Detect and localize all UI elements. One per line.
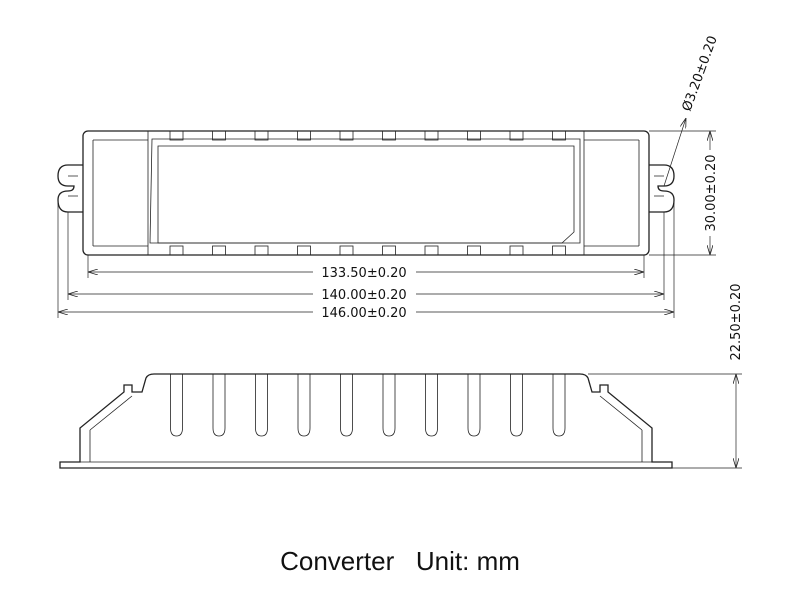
caption-unit: Unit: mm — [415, 546, 520, 576]
cooling-fins-side — [170, 374, 566, 437]
vent-slot — [552, 245, 566, 256]
vent-slot — [382, 130, 396, 141]
side-view — [59, 373, 673, 469]
dim-width: 30.00±0.20 — [704, 154, 719, 231]
cooling-fin — [255, 374, 268, 437]
vent-slot — [169, 130, 184, 141]
dim-inner-length: 133.50±0.20 — [321, 266, 406, 281]
vent-slot — [212, 245, 226, 256]
vent-slot — [254, 245, 269, 256]
vent-slot — [509, 245, 524, 256]
vent-slot — [212, 130, 226, 141]
housing-outline-top — [82, 130, 650, 256]
cooling-fin — [340, 374, 353, 437]
vent-slot — [509, 130, 524, 141]
dim-hole-diameter: Ø3.20±0.20 — [680, 34, 721, 113]
vent-slot — [424, 245, 439, 256]
caption-title: Converter — [280, 546, 395, 576]
label-panel-outer — [149, 138, 581, 244]
vent-slot — [339, 130, 354, 141]
left-mounting-ear — [57, 164, 83, 213]
drawing-caption: Converter Unit: mm — [0, 546, 800, 577]
vent-slot — [382, 245, 396, 256]
cooling-fin — [467, 374, 481, 437]
vent-slot — [297, 245, 311, 256]
cooling-fin — [297, 374, 311, 437]
vent-slot — [254, 130, 269, 141]
label-panel-inner — [157, 145, 575, 244]
vent-slot — [169, 245, 184, 256]
height-dimension: 22.50±0.20 — [588, 283, 744, 469]
vent-slots-top — [169, 130, 566, 141]
width-dimension: 30.00±0.20 — [649, 130, 719, 256]
dim-height: 22.50±0.20 — [729, 283, 744, 360]
length-dimensions: 133.50±0.20 140.00±0.20 146.00±0.20 — [57, 200, 675, 321]
vent-slot — [467, 245, 481, 256]
cooling-fin — [170, 374, 183, 437]
cooling-fin — [425, 374, 438, 437]
housing-outline-side — [59, 373, 673, 469]
right-mounting-ear — [649, 164, 675, 213]
cooling-fin — [382, 374, 396, 437]
vent-slot — [297, 130, 311, 141]
dim-mid-length: 140.00±0.20 — [321, 288, 406, 303]
vent-slot — [339, 245, 354, 256]
vent-slot — [467, 130, 481, 141]
vent-slot — [552, 130, 566, 141]
cooling-fin — [510, 374, 523, 437]
vent-slots-bottom — [169, 245, 566, 256]
top-view — [57, 130, 675, 256]
dim-overall-length: 146.00±0.20 — [321, 306, 406, 321]
cooling-fin — [552, 374, 566, 437]
cooling-fin — [212, 374, 226, 437]
vent-slot — [424, 130, 439, 141]
